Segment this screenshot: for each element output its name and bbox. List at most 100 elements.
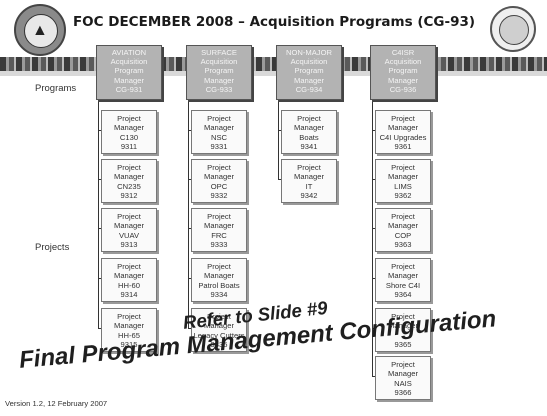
- box-text-line: Program: [114, 66, 144, 76]
- box-text-line: Project: [117, 312, 141, 321]
- box-text-line: 9315: [120, 339, 138, 349]
- connector-trunk: [188, 100, 189, 328]
- box-text-line: 9314: [120, 289, 138, 299]
- box-text-line: SURFACE: [201, 48, 237, 57]
- box-text-line: 9365: [394, 339, 412, 349]
- version-footer: Version 1.2, 12 February 2007: [5, 399, 108, 408]
- connector-branch: [188, 130, 191, 131]
- box-text-line: AVIATION: [111, 48, 147, 57]
- box-text-line: Manager: [388, 75, 418, 85]
- box-text-line: LIMS: [394, 181, 412, 191]
- slide-title: FOC DECEMBER 2008 – Acquisition Programs…: [72, 14, 476, 30]
- projects-row-label: Projects: [35, 242, 70, 253]
- box-text-line: Manager: [388, 321, 418, 331]
- dhs-seal-logo: ▲: [14, 4, 66, 56]
- box-text-line: Manager: [388, 221, 418, 231]
- box-text-line: Legacy Cutters: [193, 330, 245, 340]
- box-text-line: Project: [117, 114, 141, 123]
- box-text-line: 9311: [120, 141, 138, 151]
- box-text-line: Program: [204, 66, 234, 76]
- box-text-line: Manager: [114, 123, 144, 133]
- box-text-line: Manager: [294, 123, 324, 133]
- connector-branch: [188, 179, 191, 180]
- box-text-line: Manager: [388, 369, 418, 379]
- box-text-line: HH-60: [118, 280, 140, 290]
- connector-branch: [372, 376, 375, 377]
- box-text-line: Manager: [204, 123, 234, 133]
- connector-branch: [98, 328, 101, 329]
- box-text-line: Boats: [299, 132, 319, 142]
- header-band: [0, 57, 547, 71]
- box-text-line: CG-933: [205, 84, 233, 94]
- box-text-line: Manager: [294, 75, 324, 85]
- connector-branch: [372, 328, 375, 329]
- box-text-line: 9342: [300, 190, 318, 200]
- box-text-line: HH-65: [118, 330, 140, 340]
- box-text-line: Manager: [114, 75, 144, 85]
- box-text-line: Acquisition: [290, 57, 328, 67]
- box-text-line: Acquisition: [110, 57, 148, 67]
- connector-branch: [372, 278, 375, 279]
- box-text-line: 9341: [300, 141, 318, 151]
- box-text-line: 9335: [210, 339, 228, 349]
- box-text-line: Manager: [204, 75, 234, 85]
- box-text-line: Manager: [294, 172, 324, 182]
- box-text-line: Manager: [204, 321, 234, 331]
- connector-branch: [372, 228, 375, 229]
- box-text-line: Project: [297, 163, 321, 172]
- box-text-line: FRC: [211, 230, 227, 240]
- box-text-line: Manager: [388, 271, 418, 281]
- connector-branch: [372, 179, 375, 180]
- box-text-line: Project: [391, 262, 415, 271]
- box-text-line: 9361: [394, 141, 412, 151]
- box-text-line: NON-MAJOR: [286, 48, 332, 57]
- box-text-line: Manager: [388, 172, 418, 182]
- box-text-line: 9366: [394, 387, 412, 397]
- box-text-line: Project: [117, 262, 141, 271]
- box-text-line: 9362: [394, 190, 412, 200]
- box-text-line: Project: [391, 163, 415, 172]
- box-text-line: Acquisition: [384, 57, 422, 67]
- box-text-line: Manager: [388, 123, 418, 133]
- box-text-line: C130: [119, 132, 139, 142]
- box-text-line: Project: [391, 212, 415, 221]
- box-text-line: 9312: [120, 190, 138, 200]
- box-text-line: Project: [297, 114, 321, 123]
- box-text-line: Project: [391, 114, 415, 123]
- box-text-line: VUAV: [118, 230, 140, 240]
- connector-branch: [98, 228, 101, 229]
- box-text-line: CG-934: [295, 84, 323, 94]
- box-text-line: Project: [117, 212, 141, 221]
- connector-branch: [98, 130, 101, 131]
- connector-branch: [98, 179, 101, 180]
- connector-branch: [278, 130, 281, 131]
- box-text-line: 9313: [120, 239, 138, 249]
- connector-branch: [278, 179, 281, 180]
- box-text-line: COP: [394, 230, 412, 240]
- connector-branch: [372, 130, 375, 131]
- box-text-line: Project: [391, 360, 415, 369]
- box-text-line: Project: [207, 114, 231, 123]
- box-text-line: Manager: [204, 172, 234, 182]
- box-text-line: 9364: [394, 289, 412, 299]
- box-text-line: OPC: [210, 181, 228, 191]
- box-text-line: Shore C4I: [385, 280, 421, 290]
